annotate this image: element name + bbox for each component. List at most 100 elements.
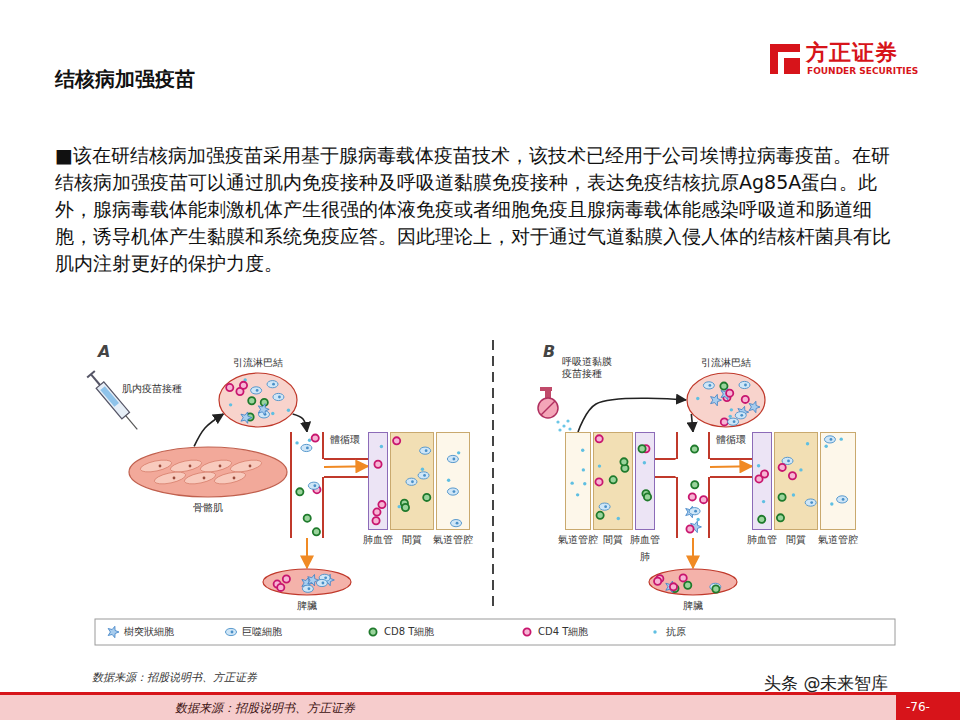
cd4-t-cell — [789, 472, 796, 479]
blood-vessel-band: 體循環 — [676, 432, 710, 538]
legend-item: CD4 T細胞 — [520, 626, 588, 638]
cd4-t-cell — [373, 508, 380, 515]
antigen-dot — [271, 412, 274, 415]
cell-group — [372, 445, 385, 525]
cd8-t-cell — [691, 481, 698, 488]
antigen-dot — [398, 505, 401, 508]
legend-item: 樹突狀細胞 — [106, 626, 174, 638]
antigen-dot — [457, 451, 460, 454]
legend-sample — [366, 625, 380, 639]
vessel-wall — [676, 432, 678, 538]
node-label: 肺血管 — [630, 534, 660, 546]
antigen-dot — [576, 493, 579, 496]
source-note: 数据来源：招股说明书、方正证券 — [175, 700, 355, 717]
panel-divider — [492, 340, 494, 612]
antigen-dot — [617, 517, 620, 520]
node-label: 肺血管 — [747, 534, 777, 546]
macrophage-cell — [739, 381, 750, 388]
node-label: 氣道管腔 — [433, 534, 473, 546]
page-number-block — [896, 695, 960, 720]
legend-text: 抗原 — [666, 626, 686, 637]
watermark: 头条 @未来智库 — [764, 672, 888, 695]
lung-vessel-band-shape — [752, 432, 772, 530]
antigen-dot — [287, 408, 290, 411]
antigen-dot — [696, 397, 699, 400]
dendritic-cell — [749, 401, 760, 412]
antigen-dot — [757, 464, 760, 467]
panel-letter: A — [98, 342, 110, 361]
spleen-shape — [262, 568, 352, 596]
spleen: 脾臟 — [262, 568, 352, 596]
macrophage-cell — [251, 387, 262, 394]
macrophage-cell — [226, 628, 237, 635]
cd4-t-cell — [700, 496, 707, 503]
cd8-t-cell — [620, 458, 627, 465]
antigen-dot — [583, 482, 586, 485]
cd8-t-cell — [712, 585, 719, 592]
lung-vessel-band-outline — [369, 433, 388, 530]
macrophage-cell — [599, 503, 610, 510]
cd8-t-cell — [777, 514, 784, 521]
interstitium-band-outline — [594, 433, 633, 530]
macrophage-cell — [301, 444, 312, 451]
cd4-t-cell — [596, 435, 603, 442]
antigen-dot — [582, 468, 585, 471]
antigen-dot — [380, 445, 383, 448]
legend-sample — [520, 625, 534, 639]
flow-arrow — [194, 414, 223, 446]
node-label: 間質 — [603, 534, 623, 546]
antigen-dot — [762, 500, 765, 503]
macrophage-cell — [824, 436, 835, 443]
muscle-fiber — [139, 458, 172, 474]
airway-band-outline — [437, 433, 470, 530]
cd4-t-cell — [372, 517, 379, 524]
route-label: 肌内疫苗接種 — [122, 382, 182, 396]
interstitium-band-shape — [593, 432, 633, 530]
logo-text: 方正证券 — [806, 38, 898, 68]
macrophage-cell — [302, 585, 313, 592]
cd4-t-cell — [742, 396, 749, 403]
fiber-nucleus — [173, 477, 176, 480]
cell-group — [686, 445, 708, 532]
vessel-opening — [676, 459, 679, 477]
macrophage-cell — [703, 382, 714, 389]
node-label: 氣道管腔 — [558, 534, 598, 546]
antigen-dot — [696, 518, 699, 521]
fiber-nucleus — [219, 465, 222, 468]
lung-vessel-band: 肺血管 — [752, 432, 772, 530]
cd4-t-cell — [689, 493, 696, 500]
macrophage-cell — [805, 499, 816, 506]
cell-group — [777, 442, 816, 521]
lymph-node: 引流淋巴結 — [218, 372, 298, 428]
cd4-t-cell — [393, 437, 400, 444]
cd4-t-cell — [779, 464, 786, 471]
lung-vessel-band: 肺血管 — [635, 432, 655, 530]
node-label: 間質 — [402, 534, 422, 546]
legend-item: 巨噬細胞 — [224, 626, 282, 638]
legend-text: 樹突狀細胞 — [124, 626, 174, 637]
cell-group — [654, 574, 721, 592]
legend-text: CD8 T細胞 — [384, 626, 434, 637]
spleen: 脾臟 — [648, 568, 738, 596]
vessel-wall — [322, 477, 324, 538]
cd8-t-cell — [369, 628, 376, 635]
cd4-t-cell — [240, 382, 247, 389]
airway-band: 氣道管腔 — [436, 432, 470, 530]
macrophage-cell — [267, 381, 278, 388]
macrophage-cell — [735, 412, 746, 419]
cd8-t-cell — [691, 445, 698, 452]
panel-letter: B — [543, 342, 555, 361]
spray-icon — [538, 387, 572, 432]
airway-band-shape — [820, 432, 856, 530]
muscle-fiber — [229, 458, 262, 474]
antigen-dot — [729, 415, 732, 418]
cd4-t-cell — [670, 583, 677, 590]
cd8-t-cell — [778, 494, 785, 501]
vessel-wall — [322, 432, 324, 459]
interstitium-band: 間質 — [774, 432, 818, 530]
organ-label: 肺 — [640, 550, 650, 564]
node-label: 引流淋巴結 — [701, 357, 751, 369]
cd4-t-cell — [721, 418, 728, 425]
cd8-t-cell — [313, 528, 320, 535]
